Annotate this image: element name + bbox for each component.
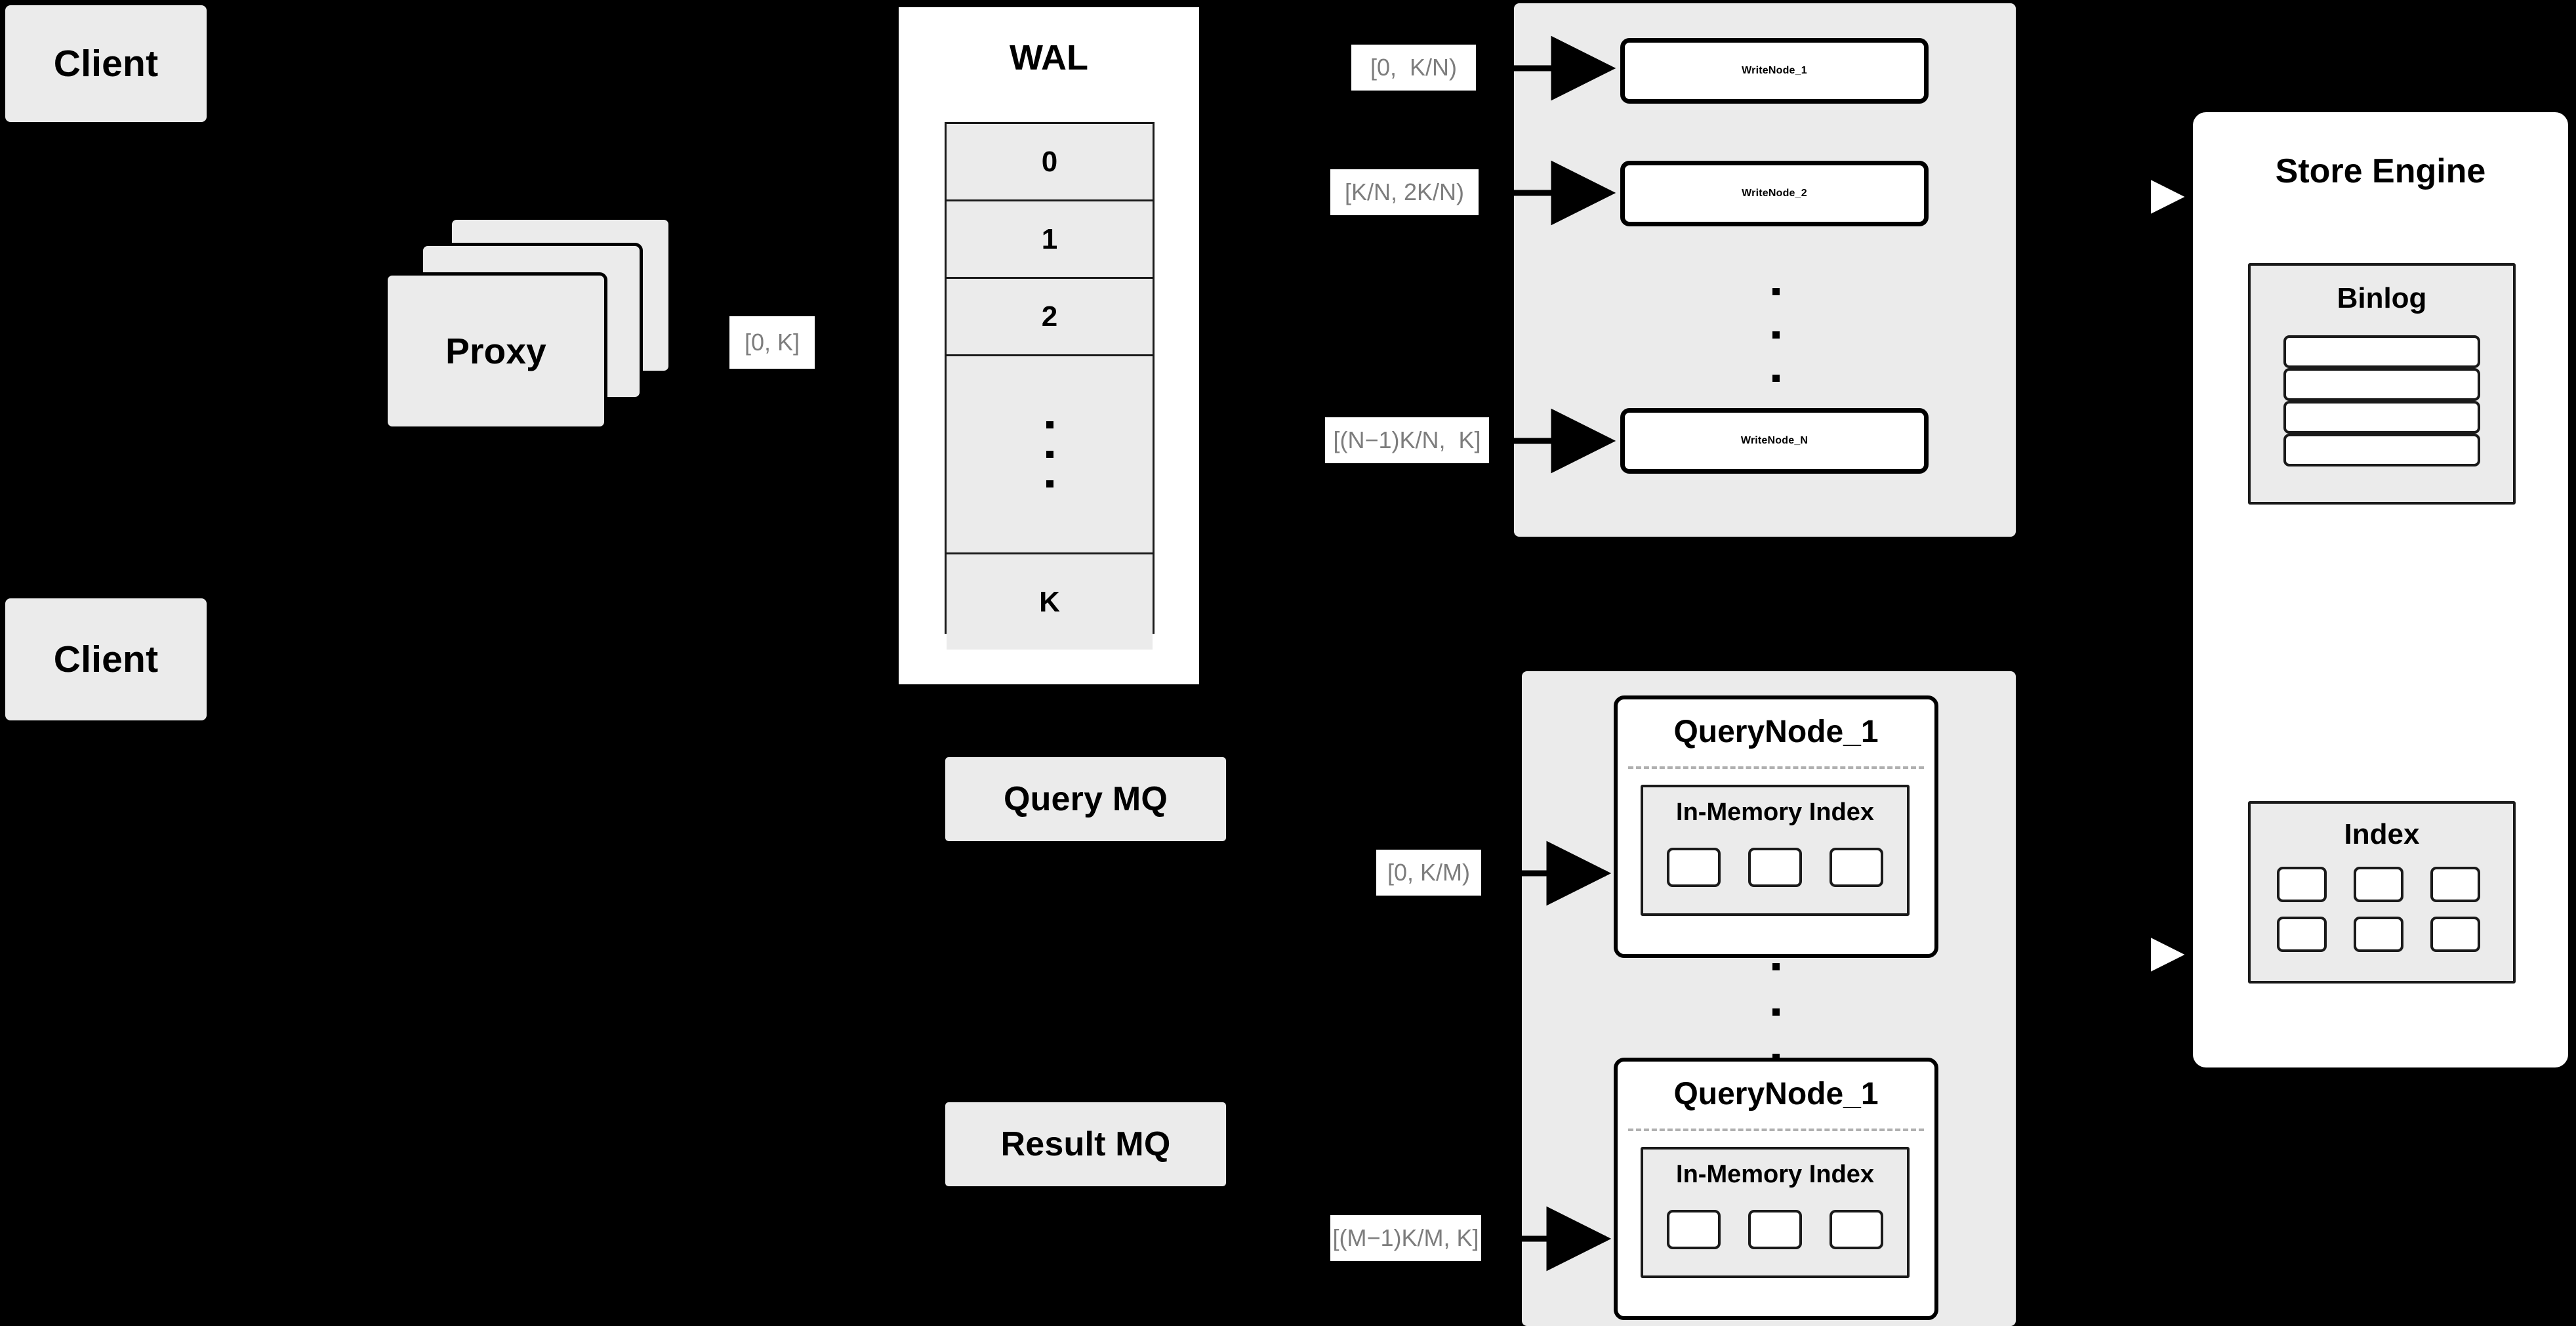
write-node-label: WriteNode_1 <box>1742 65 1807 76</box>
store-engine-title: Store Engine <box>2275 152 2486 190</box>
client-box-2[interactable]: Client <box>5 598 207 720</box>
binlog-title: Binlog <box>2337 282 2427 314</box>
write-node-label: WriteNode_2 <box>1742 188 1807 199</box>
in-memory-index-m: In-Memory Index <box>1641 1147 1910 1278</box>
query-node-title: QueryNode_1 <box>1673 714 1879 749</box>
write-node-range-text: [(N−1)K/N, K] <box>1333 426 1481 453</box>
write-node-2[interactable]: WriteNode_2 <box>1620 161 1929 226</box>
write-node-n-range-chip: [(N−1)K/N, K] <box>1325 417 1489 463</box>
query-node-1-range-chip: [0, K/M) <box>1376 850 1481 896</box>
write-node-range-text: [K/N, 2K/N) <box>1344 178 1465 205</box>
store-index-cell[interactable] <box>2277 867 2327 902</box>
store-index-cell[interactable] <box>2354 867 2403 902</box>
store-index-cell[interactable] <box>2430 917 2480 952</box>
in-memory-index-title: In-Memory Index <box>1676 1160 1874 1188</box>
wal-row-ellipsis <box>947 356 1153 554</box>
wal-table: 0 1 2 K <box>945 122 1155 650</box>
query-mq-box[interactable]: Query MQ <box>945 757 1226 841</box>
proxy-range-text: [0, K] <box>744 329 800 356</box>
query-group-vertical-ellipsis-icon <box>1771 955 1780 1069</box>
query-node-divider <box>1628 1129 1924 1131</box>
store-index-cell[interactable] <box>2430 867 2480 902</box>
write-node-1[interactable]: WriteNode_1 <box>1620 38 1929 104</box>
in-memory-index-title: In-Memory Index <box>1676 798 1874 826</box>
store-index-cell[interactable] <box>2354 917 2403 952</box>
index-cell[interactable] <box>1748 1210 1802 1249</box>
index-cell[interactable] <box>1667 1210 1721 1249</box>
store-engine-arrows <box>2132 197 2187 955</box>
wal-row[interactable]: 1 <box>947 201 1153 279</box>
result-mq-box[interactable]: Result MQ <box>945 1102 1226 1186</box>
wal-row-label: 1 <box>1041 222 1058 255</box>
client-label: Client <box>53 638 159 680</box>
write-node-range-text: [0, K/N) <box>1370 54 1458 81</box>
index-cell[interactable] <box>1667 848 1721 887</box>
binlog-row[interactable] <box>2283 368 2480 401</box>
wal-row-label: K <box>1039 585 1060 618</box>
proxy-range-chip: [0, K] <box>729 316 815 369</box>
client-label: Client <box>53 43 159 85</box>
wal-row[interactable]: K <box>947 554 1153 650</box>
query-node-divider <box>1628 766 1924 769</box>
index-cell[interactable] <box>1748 848 1802 887</box>
proxy-label: Proxy <box>445 331 546 371</box>
binlog-row[interactable] <box>2283 401 2480 434</box>
query-node-m[interactable]: QueryNode_1 In-Memory Index <box>1614 1058 1938 1320</box>
index-cell[interactable] <box>1830 848 1883 887</box>
write-node-1-range-chip: [0, K/N) <box>1351 45 1476 91</box>
binlog-section: Binlog <box>2248 263 2516 505</box>
index-cell[interactable] <box>1830 1210 1883 1249</box>
index-title: Index <box>2344 818 2420 850</box>
in-memory-index-1: In-Memory Index <box>1641 785 1910 916</box>
write-node-label: WriteNode_N <box>1740 435 1809 446</box>
query-node-title: QueryNode_1 <box>1673 1076 1879 1111</box>
wal-container: WAL 0 1 2 K <box>895 3 1203 688</box>
wal-row-label: 2 <box>1041 300 1058 333</box>
wal-row[interactable]: 0 <box>947 124 1153 201</box>
index-section: Index <box>2248 801 2516 984</box>
proxy-card-front[interactable]: Proxy <box>384 272 607 430</box>
store-engine-container: Store Engine Binlog Index <box>2189 108 2572 1071</box>
query-node-1[interactable]: QueryNode_1 In-Memory Index <box>1614 695 1938 958</box>
write-node-n[interactable]: WriteNode_N <box>1620 408 1929 474</box>
query-mq-label: Query MQ <box>1003 780 1168 818</box>
wal-row-label: 0 <box>1041 145 1058 178</box>
write-group-vertical-ellipsis-icon <box>1771 279 1780 390</box>
store-index-cell[interactable] <box>2277 917 2327 952</box>
result-mq-label: Result MQ <box>1000 1125 1171 1163</box>
client-box-1[interactable]: Client <box>5 5 207 122</box>
wal-title: WAL <box>1010 38 1088 77</box>
query-node-range-text: [(M−1)K/M, K] <box>1332 1224 1479 1251</box>
write-node-2-range-chip: [K/N, 2K/N) <box>1330 169 1479 215</box>
wal-row[interactable]: 2 <box>947 279 1153 356</box>
binlog-row[interactable] <box>2283 434 2480 466</box>
binlog-row[interactable] <box>2283 335 2480 368</box>
vertical-ellipsis-icon <box>1046 421 1053 487</box>
query-node-range-text: [0, K/M) <box>1387 859 1471 886</box>
query-node-m-range-chip: [(M−1)K/M, K] <box>1330 1215 1481 1261</box>
